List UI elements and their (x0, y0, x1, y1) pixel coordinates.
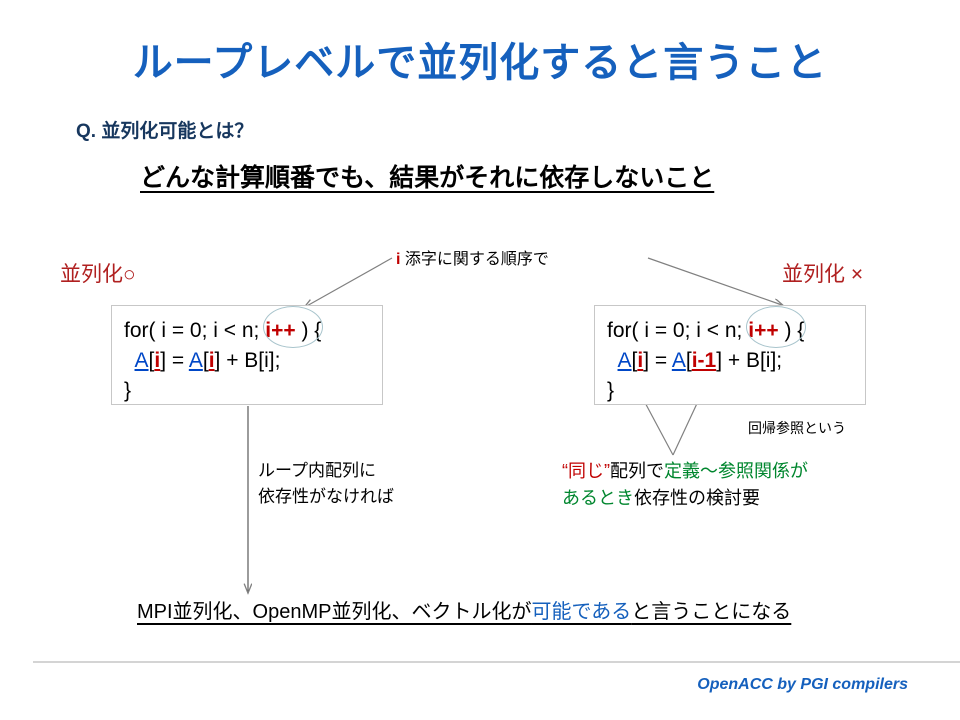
array-index-lhs: i (637, 348, 644, 372)
bracket-open-rhs: [ (202, 348, 209, 372)
verdict-parallelizable-ok: 並列化○ (60, 263, 136, 286)
code-line-2-tail: ] + B[i]; (716, 348, 783, 372)
array-index-lhs: i (154, 348, 161, 372)
explanation-dependency-check: “同じ”配列で定義～参照関係があるとき依存性の検討要 (562, 458, 808, 512)
explanation-no-dependency: ループ内配列に依存性がなければ (258, 458, 394, 509)
conclusion-highlight: 可能である (531, 601, 632, 623)
explanation-line-1: ループ内配列に (258, 461, 376, 480)
code-line-3: } (607, 378, 615, 402)
bracket-open-rhs: [ (685, 348, 692, 372)
index-order-note-text: 添字に関する順序で (400, 251, 549, 268)
conclusion-prefix: MPI並列化、OpenMP並列化、ベクトル化が (137, 601, 532, 623)
code-line-1-prefix: for( i = 0; i < n; (124, 319, 266, 342)
explanation-same-array: “同じ” (562, 461, 610, 481)
bracket-open-lhs: [ (148, 348, 155, 372)
conclusion-statement: MPI並列化、OpenMP並列化、ベクトル化が可能であると言うことになる (137, 595, 791, 624)
array-index-rhs: i (208, 348, 215, 372)
recursion-reference-note: 回帰参照という (748, 420, 846, 436)
code-block-parallelizable: for( i = 0; i < n; i++ ) { A[i] = A[i] +… (111, 305, 383, 405)
assign-operator: ] = (160, 348, 189, 372)
code-line-2-tail: ] + B[i]; (214, 348, 281, 372)
footer-divider (33, 661, 960, 663)
bracket-open-lhs: [ (631, 348, 638, 372)
code-line-1-suffix: ) { (778, 319, 805, 342)
footer-label: OpenACC by PGI compilers (697, 676, 908, 693)
explanation-def-use-relation: 定義～参照関係が (664, 461, 808, 481)
explanation-array-in: 配列で (610, 461, 664, 481)
conclusion-suffix: と言うことになる (631, 601, 792, 623)
code-increment-expression: i++ (265, 319, 296, 342)
code-line-3: } (124, 378, 132, 402)
verdict-parallelizable-no: 並列化 × (782, 263, 864, 286)
array-name-lhs: A (617, 348, 632, 372)
assign-operator: ] = (643, 348, 672, 372)
index-variable-label: i (396, 251, 401, 268)
code-line-2-indent (124, 349, 135, 372)
array-name-rhs: A (188, 348, 203, 372)
code-line-1-suffix: ) { (295, 319, 322, 342)
array-name-rhs: A (671, 348, 686, 372)
explanation-need-dependency-check: 依存性の検討要 (634, 488, 760, 508)
question-answer: どんな計算順番でも、結果がそれに依存しないこと (140, 164, 715, 192)
code-line-2-indent (607, 349, 618, 372)
code-block-not-parallelizable: for( i = 0; i < n; i++ ) { A[i] = A[i-1]… (594, 305, 866, 405)
array-name-lhs: A (134, 348, 149, 372)
page-title: ループレベルで並列化すると言うこと (132, 41, 828, 85)
question-prompt: Q. 並列化可能とは？ (76, 121, 254, 142)
explanation-line-2: 依存性がなければ (258, 486, 394, 506)
code-increment-expression: i++ (748, 319, 779, 342)
explanation-when-exists: あるとき (562, 488, 634, 508)
index-order-note: i 添字に関する順序で (396, 245, 549, 269)
code-line-1-prefix: for( i = 0; i < n; (607, 319, 749, 342)
array-index-rhs: i-1 (691, 348, 717, 372)
